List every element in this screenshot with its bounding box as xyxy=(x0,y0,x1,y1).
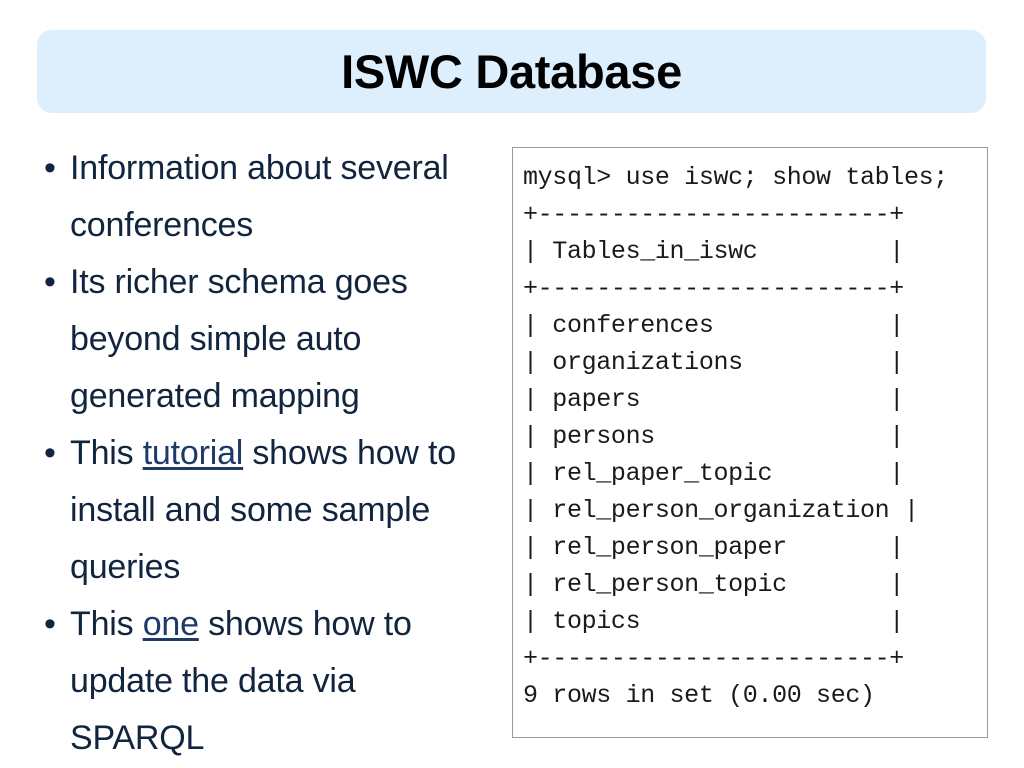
slide-title-banner: ISWC Database xyxy=(37,30,986,113)
bullet-list: • Information about several conferences … xyxy=(44,140,496,767)
terminal-output-panel: mysql> use iswc; show tables; +---------… xyxy=(512,147,988,738)
bullet-marker-icon: • xyxy=(44,605,56,643)
tutorial-link[interactable]: tutorial xyxy=(142,434,244,472)
bullet-segment-text: This xyxy=(70,605,143,643)
list-item: • This tutorial shows how to install and… xyxy=(44,425,496,596)
bullet-segment-text: Its richer schema goes beyond simple aut… xyxy=(70,263,408,415)
bullet-text: This tutorial shows how to install and s… xyxy=(70,425,496,596)
bullet-marker-icon: • xyxy=(44,149,56,187)
bullet-segment-text: Information about several conferences xyxy=(70,149,449,244)
bullet-segment-text: shows how to install and some sample que… xyxy=(70,434,456,586)
bullet-text: This one shows how to update the data vi… xyxy=(70,596,496,767)
mysql-console-text: mysql> use iswc; show tables; +---------… xyxy=(523,163,948,710)
list-item: • Its richer schema goes beyond simple a… xyxy=(44,254,496,425)
bullet-marker-icon: • xyxy=(44,434,56,472)
one-link[interactable]: one xyxy=(142,605,199,643)
bullet-text: Its richer schema goes beyond simple aut… xyxy=(70,254,496,425)
bullet-segment-text: This xyxy=(70,434,143,472)
bullet-segment-text: shows how to update the data via SPARQL xyxy=(70,605,412,757)
list-item: • This one shows how to update the data … xyxy=(44,596,496,767)
bullet-marker-icon: • xyxy=(44,263,56,301)
bullet-text: Information about several conferences xyxy=(70,140,496,254)
list-item: • Information about several conferences xyxy=(44,140,496,254)
page-title: ISWC Database xyxy=(341,45,682,98)
